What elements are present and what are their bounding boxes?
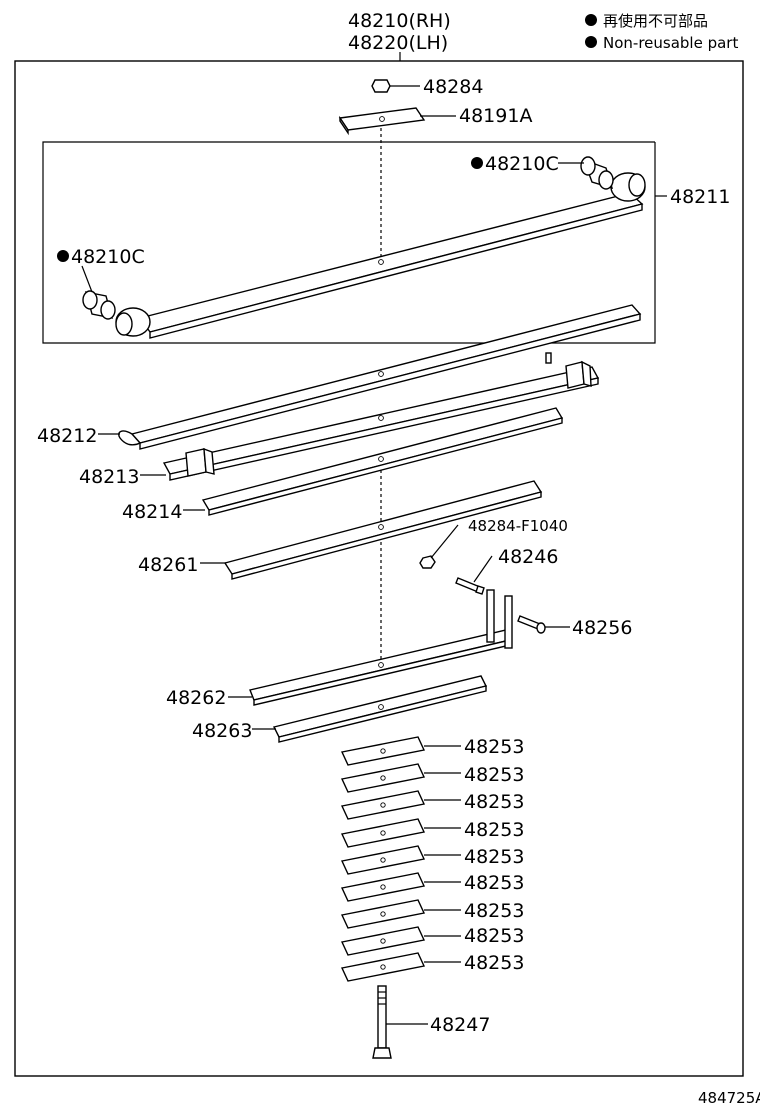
label-48211: 48211 (670, 186, 730, 208)
label-48253: 48253 (464, 764, 524, 786)
legend-marker-jp (585, 14, 597, 26)
outer-frame (14, 60, 744, 1077)
leaf-48212 (98, 304, 642, 450)
nut-48284 (371, 79, 420, 93)
shim-48253 (340, 818, 461, 848)
label-48284-F1040: 48284-F1040 (468, 517, 568, 535)
label-48253: 48253 (464, 925, 524, 947)
leaf-48261 (200, 480, 543, 580)
bolt-48256 (517, 615, 570, 634)
shim-48253 (340, 952, 461, 982)
label-48246: 48246 (498, 546, 558, 568)
label-48253: 48253 (464, 900, 524, 922)
label-48191A: 48191A (459, 105, 532, 127)
nut-48284-F1040 (419, 524, 459, 569)
shim-48253 (340, 790, 461, 820)
label-48214: 48214 (122, 501, 182, 523)
bushing-48210C-left (81, 265, 116, 320)
shim-48253 (340, 926, 461, 956)
label-48253: 48253 (464, 952, 524, 974)
label-48212: 48212 (37, 425, 97, 447)
nonreusable-marker-48210C-right (471, 157, 483, 169)
illustration-code: 484725A (698, 1089, 760, 1107)
label-48210C-right: 48210C (485, 153, 559, 175)
shim-48253 (340, 845, 461, 875)
shim-48253 (340, 763, 461, 793)
main-leaf-frame (42, 141, 656, 344)
assembly-number-rh: 48210(RH) (348, 10, 451, 32)
label-48263: 48263 (192, 720, 252, 742)
label-48253: 48253 (464, 819, 524, 841)
label-48253: 48253 (464, 846, 524, 868)
label-48213: 48213 (79, 466, 139, 488)
label-48210C-left: 48210C (71, 246, 145, 268)
legend-text-jp: 再使用不可部品 (603, 12, 708, 30)
label-48247: 48247 (430, 1014, 490, 1036)
label-48256: 48256 (572, 617, 632, 639)
assembly-number-lh: 48220(LH) (348, 32, 448, 54)
shim-48253 (340, 872, 461, 902)
leaf-48214 (183, 407, 564, 516)
legend-marker-en (585, 36, 597, 48)
legend-text-en: Non-reusable part (603, 34, 738, 52)
plate-48191A (338, 107, 456, 136)
label-48253: 48253 (464, 791, 524, 813)
bolt-48246 (455, 555, 493, 595)
nonreusable-marker-48210C-left (57, 250, 69, 262)
label-48262: 48262 (166, 687, 226, 709)
main-leaf-48211 (115, 172, 646, 339)
label-48253: 48253 (464, 872, 524, 894)
bushing-48210C-right (558, 156, 614, 190)
label-48284: 48284 (423, 76, 483, 98)
leaf-48263 (252, 675, 488, 743)
shim-48253 (340, 736, 461, 766)
center-bolt-48247 (372, 985, 428, 1059)
shim-48253 (340, 899, 461, 929)
clamp-bracket (249, 589, 513, 706)
label-48261: 48261 (138, 554, 198, 576)
label-48253: 48253 (464, 736, 524, 758)
leaf-48213 (140, 352, 600, 481)
